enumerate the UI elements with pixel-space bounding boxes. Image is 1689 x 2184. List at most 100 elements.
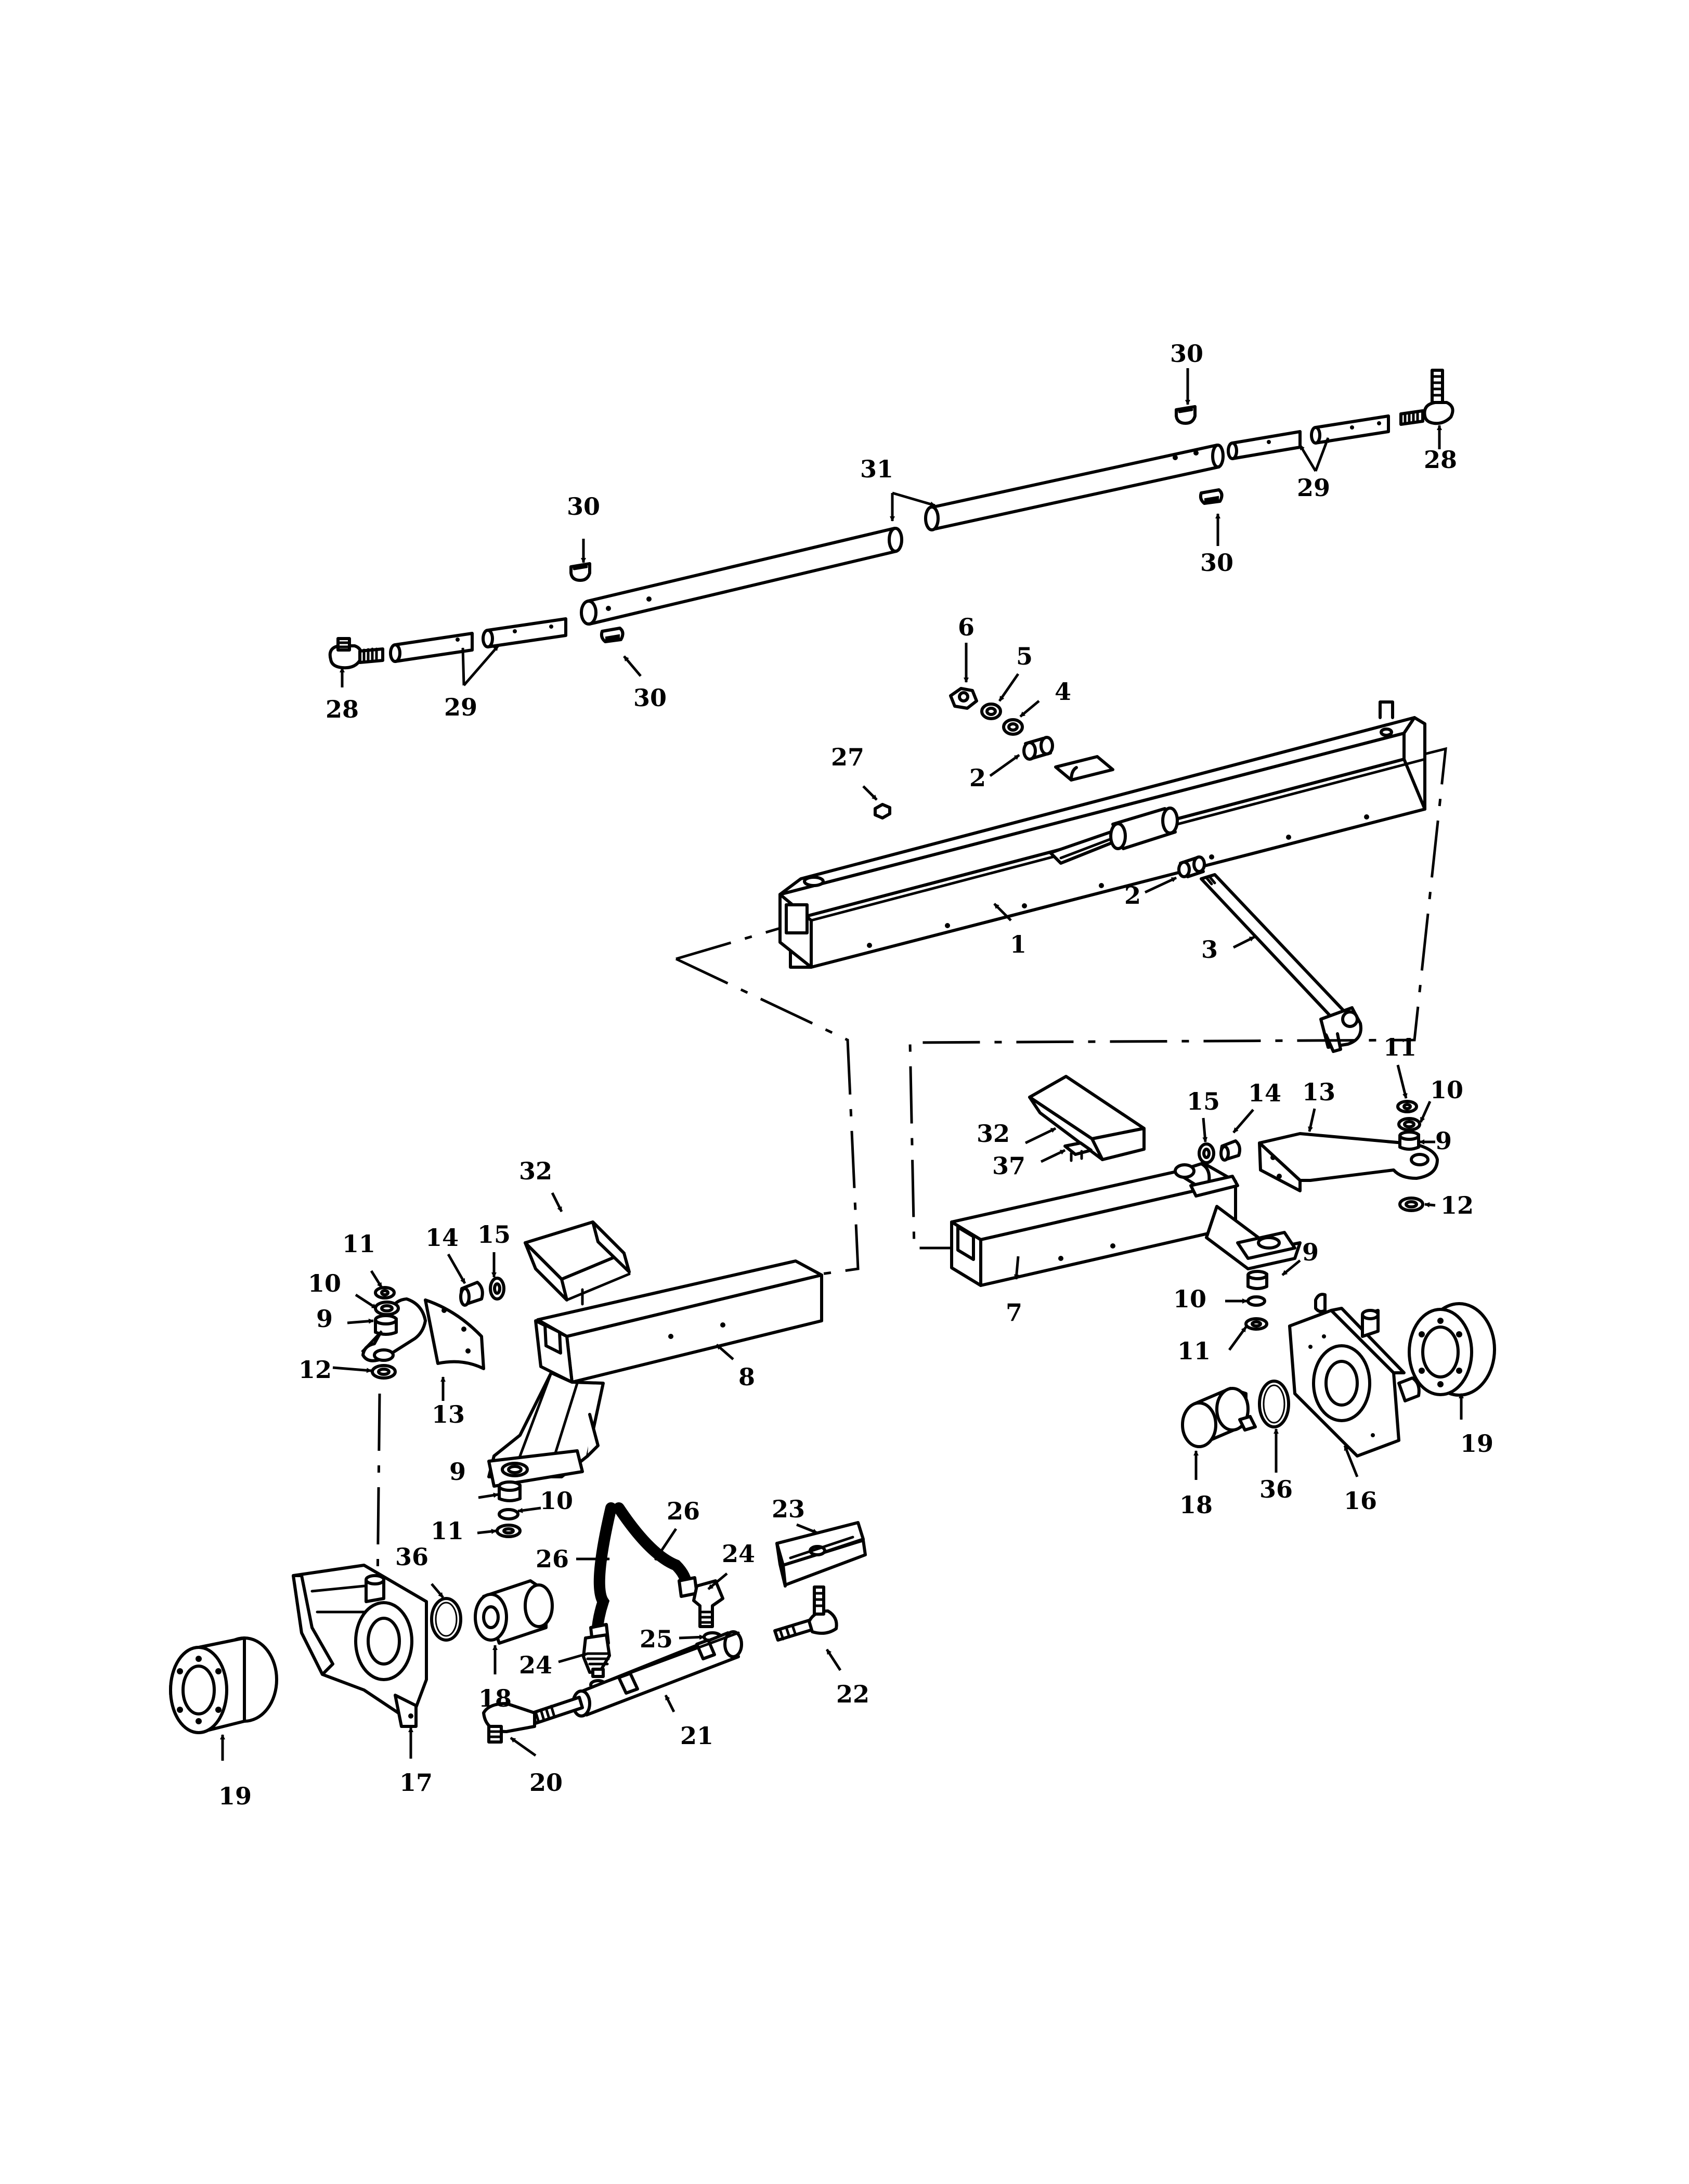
adjusting-tube-right [1227, 414, 1390, 460]
right-axle-arm [950, 1162, 1302, 1287]
callout-29-right: 29 [1297, 474, 1330, 502]
callout-10-right-lower: 10 [1173, 1285, 1206, 1313]
assembly-dash-lines [376, 747, 1447, 1587]
cylinder-rod-end-22 [773, 1585, 838, 1642]
callout-11-right-upper: 11 [1383, 1033, 1417, 1061]
tube-clamp-upper-right [1175, 405, 1197, 425]
o-ring-left [430, 1597, 462, 1642]
callout-24-right: 24 [722, 1540, 755, 1568]
callout-9-right-upper: 9 [1435, 1127, 1452, 1155]
callout-16: 16 [1344, 1487, 1377, 1515]
callout-36-right: 36 [1259, 1475, 1293, 1503]
callout-11-right-lower: 11 [1177, 1337, 1211, 1365]
callout-28-right: 28 [1424, 446, 1457, 474]
left-small-hardware [371, 1277, 505, 1380]
callout-27: 27 [831, 743, 864, 771]
wheel-hub-right [1408, 1302, 1496, 1397]
callout-26-left: 26 [536, 1545, 569, 1573]
bushing-lower [1177, 855, 1206, 878]
callout-15-left: 15 [477, 1220, 511, 1249]
left-axle-arm [487, 1259, 823, 1488]
callout-18-left: 18 [478, 1684, 512, 1712]
callout-21: 21 [680, 1722, 713, 1750]
bearing-spacer-left [474, 1579, 554, 1645]
clip-37 [1063, 1141, 1093, 1162]
callout-6: 6 [958, 613, 975, 641]
callout-37: 37 [992, 1152, 1025, 1180]
callout-10-left: 10 [308, 1269, 341, 1297]
left-lower-hardware [496, 1480, 522, 1538]
steering-arm-left [361, 1297, 485, 1370]
callout-3: 3 [1201, 935, 1218, 964]
washer-4 [1002, 718, 1024, 736]
callout-12-left: 12 [298, 1356, 332, 1384]
callout-1: 1 [1010, 930, 1027, 958]
callout-23: 23 [772, 1495, 805, 1523]
callout-leaders [220, 368, 1464, 1761]
callout-19-right: 19 [1460, 1429, 1493, 1458]
piston-rod [531, 1696, 584, 1725]
callout-36-left: 36 [395, 1543, 428, 1571]
callout-22: 22 [836, 1680, 869, 1708]
cross-tube-left [580, 527, 903, 626]
callout-12-right: 12 [1440, 1191, 1474, 1219]
callout-31: 31 [860, 455, 893, 483]
callout-13-left: 13 [432, 1400, 465, 1428]
callout-17: 17 [399, 1769, 433, 1797]
spindle-knuckle-left [292, 1564, 428, 1728]
callout-2-upper: 2 [969, 764, 986, 792]
callout-28-left: 28 [326, 695, 359, 723]
rod-end-left [328, 637, 384, 670]
callout-32-right: 32 [977, 1120, 1010, 1148]
callout-20: 20 [529, 1769, 563, 1797]
elbow-fitting-right [692, 1579, 724, 1628]
callout-9-right-lower: 9 [1302, 1238, 1319, 1266]
callout-9-left-lower: 9 [449, 1458, 466, 1486]
tie-rod-assembly [328, 369, 1454, 670]
slotted-nut [949, 687, 978, 710]
callout-2-lower: 2 [1124, 881, 1141, 909]
callout-10-right-upper: 10 [1430, 1076, 1463, 1104]
callout-30-upper-left: 30 [567, 492, 600, 521]
tube-clamp-lower-left [600, 627, 625, 643]
callout-11-left: 11 [342, 1230, 375, 1258]
bushing-upper [1022, 736, 1054, 761]
cross-tube-right [924, 444, 1225, 531]
cover-left [524, 1220, 631, 1306]
callout-32-left: 32 [519, 1157, 552, 1185]
tube-clamp-upper-left [569, 562, 591, 582]
beam-holes [867, 814, 1369, 948]
callout-4: 4 [1055, 678, 1071, 706]
tube-clamp-lower-right [1199, 488, 1224, 505]
callout-25: 25 [640, 1625, 673, 1653]
spindle-knuckle-right [1288, 1293, 1421, 1458]
steering-arm-right [1258, 1132, 1439, 1192]
callout-9-left: 9 [316, 1305, 333, 1333]
callout-7: 7 [1006, 1298, 1022, 1327]
callout-26-right: 26 [667, 1497, 700, 1525]
callout-labels: 1 2 2 3 4 5 6 7 8 9 9 9 9 10 10 10 10 11… [218, 340, 1493, 1810]
callout-14-left: 14 [425, 1224, 459, 1252]
callout-30-lower-left: 30 [633, 684, 667, 712]
callout-30-upper-right: 30 [1170, 340, 1203, 368]
grease-fitting-27 [874, 803, 891, 820]
o-ring-right [1258, 1380, 1290, 1428]
right-small-hardware [1198, 1100, 1424, 1331]
callout-8: 8 [738, 1363, 755, 1391]
callout-13-right: 13 [1302, 1078, 1335, 1106]
wheel-hub-left [169, 1636, 278, 1734]
mounting-plate-23 [775, 1521, 867, 1588]
callout-18-right: 18 [1179, 1491, 1213, 1519]
callout-24-left: 24 [519, 1651, 552, 1679]
callout-15-right: 15 [1187, 1087, 1220, 1115]
rod-end-right [1399, 369, 1454, 426]
washer-5 [980, 703, 1002, 720]
callout-29-left: 29 [444, 693, 477, 721]
callout-10-left-lower: 10 [540, 1487, 573, 1515]
callout-19-left: 19 [218, 1782, 252, 1810]
bearing-spacer-right [1181, 1387, 1257, 1448]
cylinder-rod-end [482, 1702, 536, 1744]
callout-14-right: 14 [1248, 1079, 1281, 1107]
callout-30-lower-right: 30 [1200, 549, 1233, 577]
